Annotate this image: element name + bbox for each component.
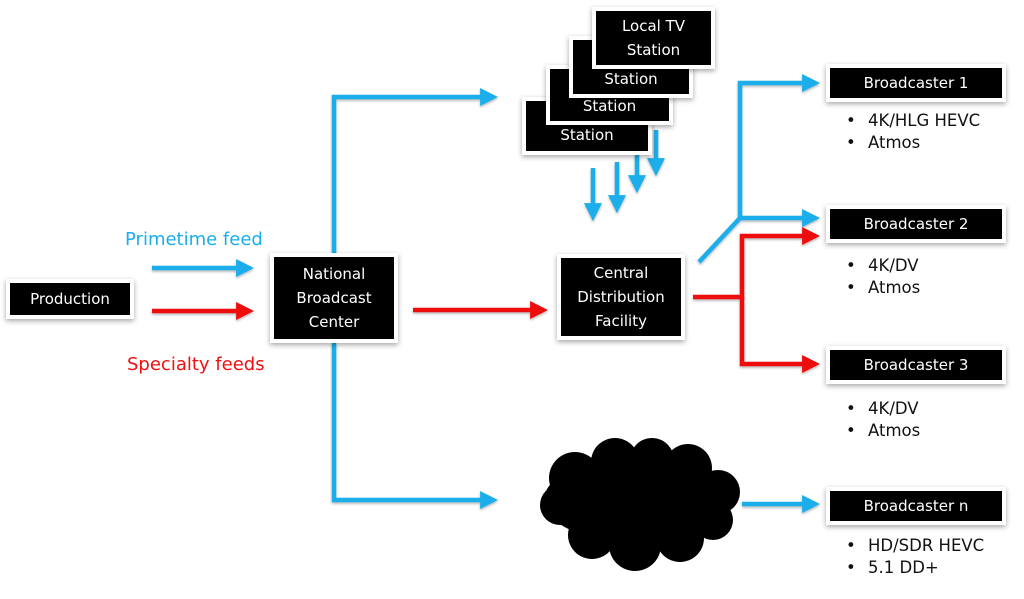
- spec-item: Atmos: [840, 420, 920, 442]
- broadcaster-name: Broadcaster 2: [863, 215, 969, 233]
- spec-item: 4K/HLG HEVC: [840, 110, 980, 132]
- broadcaster-n-specs: HD/SDR HEVC 5.1 DD+: [840, 535, 984, 579]
- station-label: Station: [560, 126, 614, 144]
- station-label: Station: [582, 97, 637, 115]
- broadcaster-1-specs: 4K/HLG HEVC Atmos: [840, 110, 980, 154]
- production-label: Production: [30, 290, 110, 308]
- broadcaster-2-node: Broadcaster 2: [826, 205, 1006, 243]
- broadcaster-name: Broadcaster 1: [863, 74, 969, 92]
- cdf-to-broadcaster1-arrow: [697, 74, 821, 264]
- local-tv-station-node: Local TV Station: [592, 7, 715, 69]
- broadcaster-name: Broadcaster n: [863, 497, 969, 515]
- spec-item: Atmos: [840, 277, 920, 299]
- spec-item: HD/SDR HEVC: [840, 535, 984, 557]
- broadcaster-3-node: Broadcaster 3: [826, 346, 1006, 384]
- cloud-icon: [540, 438, 740, 571]
- spec-item: Atmos: [840, 132, 980, 154]
- production-node: Production: [6, 279, 134, 319]
- nbc-to-local-stations-arrow: [331, 88, 499, 253]
- central-distribution-facility-label: Central Distribution Facility: [577, 264, 665, 330]
- specialty-feeds-label: Specialty feeds: [127, 354, 265, 375]
- primetime-feed-label: Primetime feed: [125, 229, 263, 250]
- cdf-to-broadcaster2-red-arrow: [693, 227, 821, 300]
- spec-item: 5.1 DD+: [840, 557, 984, 579]
- station-label: Station: [604, 70, 658, 88]
- broadcaster-3-specs: 4K/DV Atmos: [840, 398, 920, 442]
- broadcaster-1-node: Broadcaster 1: [826, 64, 1006, 102]
- local-tv-station-label: Local TV Station: [621, 17, 686, 59]
- central-distribution-facility-node: Central Distribution Facility: [557, 254, 685, 340]
- broadcaster-2-specs: 4K/DV Atmos: [840, 255, 920, 299]
- nbc-to-cloud-arrow: [331, 343, 499, 509]
- spec-item: 4K/DV: [840, 398, 920, 420]
- national-broadcast-center-label: National Broadcast Center: [296, 265, 372, 331]
- cdf-to-broadcaster3-arrow: [739, 297, 821, 373]
- spec-item: 4K/DV: [840, 255, 920, 277]
- broadcaster-n-node: Broadcaster n: [826, 487, 1006, 525]
- broadcaster-name: Broadcaster 3: [863, 356, 969, 374]
- national-broadcast-center-node: National Broadcast Center: [270, 253, 398, 343]
